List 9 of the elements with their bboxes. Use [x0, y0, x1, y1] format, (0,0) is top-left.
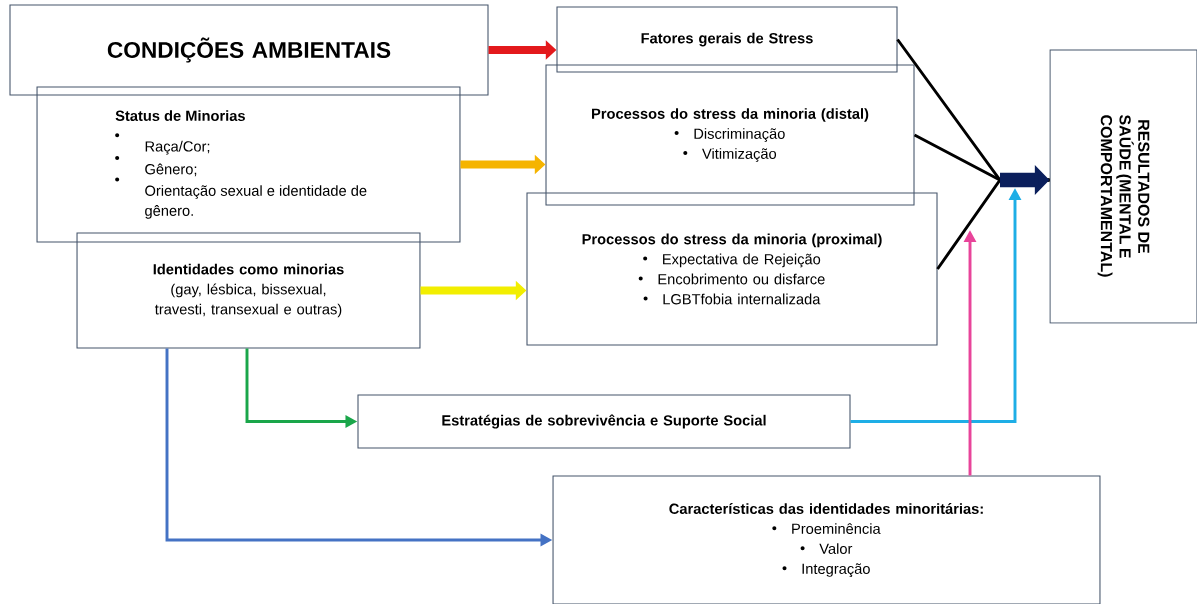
- outcome-box: RESULTADOS DE SAÚDE (MENTAL E COMPORTAMENTAL): [1049, 49, 1197, 324]
- process-box: Status de Minorias Raça/Cor; Gênero; Orientação sexual e identidade de gênero.: [36, 86, 461, 243]
- process-box: Características das identidades minoritárias: Proeminência Valor Integração: [552, 475, 1101, 604]
- title-box: CONDIÇÕES AMBIENTAIS: [9, 4, 489, 96]
- process-box: Processos do stress da minoria (distal) Discriminação Vitimização: [545, 64, 915, 206]
- process-box: Estratégias de sobrevivência e Suporte Social: [357, 394, 851, 449]
- process-box: Identidades como minorias (gay, lésbica, bissexual, travesti, transexual e outras): [76, 232, 421, 349]
- process-box: Fatores gerais de Stress: [556, 6, 898, 73]
- process-box: Processos do stress da minoria (proximal) Expectativa de Rejeição Encobrimento ou disfarce LGBTfobia internalizada: [526, 192, 938, 346]
